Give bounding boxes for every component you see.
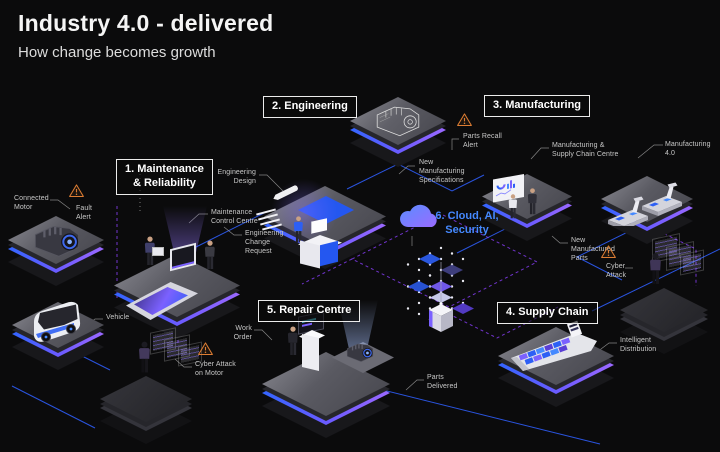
autonomous-shuttle-icon <box>34 301 81 342</box>
warning-icon <box>456 112 473 127</box>
annotation-new-manufactured-parts: New Manufactured Parts <box>571 237 616 263</box>
hacker-figure-right <box>648 252 663 285</box>
annotation-manufacturing-supply-chain-centre: Manufacturing & Supply Chain Centre <box>552 142 619 159</box>
station-label-manufacturing: 3. Manufacturing <box>484 95 591 117</box>
annotation-connected-motor: Connected Motor <box>14 195 49 212</box>
manufacturing-presenter <box>526 188 539 215</box>
engine-blueprint-icon <box>372 101 424 141</box>
maintenance-screen-display <box>172 245 194 269</box>
hacker-figure-left <box>137 340 152 374</box>
annotation-cyber-attack: Cyber Attack <box>606 263 627 280</box>
annotation-work-order: Work Order <box>233 325 252 342</box>
annotation-fault-alert: Fault Alert <box>76 205 93 222</box>
station-label-maintenance: 1. Maintenance & Reliability <box>116 159 213 195</box>
repair-console-front <box>302 334 319 371</box>
engineering-desk-front <box>300 240 320 269</box>
engineer-at-desk <box>292 216 305 243</box>
manufacturing-dashboard-board <box>493 174 524 203</box>
warning-icon <box>197 341 214 356</box>
annotation-cyber-attack-on-motor: Cyber Attack on Motor <box>195 361 236 378</box>
station-label-cloud-ai-security: 6. Cloud, AI, Security <box>435 210 499 236</box>
annotation-engineering-design: Engineering Design <box>217 169 256 186</box>
station-label-engineering: 2. Engineering <box>263 96 357 118</box>
annotation-parts-delivered: Parts Delivered <box>427 374 458 391</box>
platform-repair-centre <box>262 352 390 442</box>
annotation-new-manufacturing-specifications: New Manufacturing Specifications <box>419 159 465 185</box>
page-title: Industry 4.0 - delivered <box>18 10 274 36</box>
cargo-ship-icon <box>511 320 597 371</box>
annotation-parts-recall-alert: Parts Recall Alert <box>463 133 502 150</box>
warning-icon <box>600 244 617 259</box>
annotation-manufacturing-4-0: Manufacturing 4.0 <box>665 141 711 158</box>
annotation-intelligent-distribution: Intelligent Distribution <box>620 337 657 354</box>
manufacturing-analyst <box>507 194 519 219</box>
maintenance-technician <box>203 240 217 270</box>
platform-hacker-right <box>620 288 708 356</box>
page-subtitle: How change becomes growth <box>18 44 216 61</box>
carried-part-box <box>152 247 164 256</box>
assembly-robots-icon <box>608 182 682 226</box>
console-readout-line <box>302 322 312 327</box>
engineering-desk-side <box>320 240 338 267</box>
data-cube-lattice-icon <box>406 246 476 332</box>
cloud-icon <box>400 204 437 227</box>
station-label-supply-chain: 4. Supply Chain <box>497 302 598 324</box>
connected-motor-engine-icon <box>30 220 84 262</box>
annotation-vehicle: Vehicle <box>106 314 130 321</box>
repaired-motor-icon <box>344 340 376 365</box>
warning-icon <box>68 183 85 198</box>
annotation-maintenance-control-centre: Maintenance Control Centre <box>211 209 258 226</box>
annotation-engineering-change-request: Engineering Change Request <box>245 230 284 256</box>
platform-maintenance <box>114 254 240 342</box>
platform-hacker-left <box>100 376 192 446</box>
station-label-repair-centre: 5. Repair Centre <box>258 300 361 322</box>
